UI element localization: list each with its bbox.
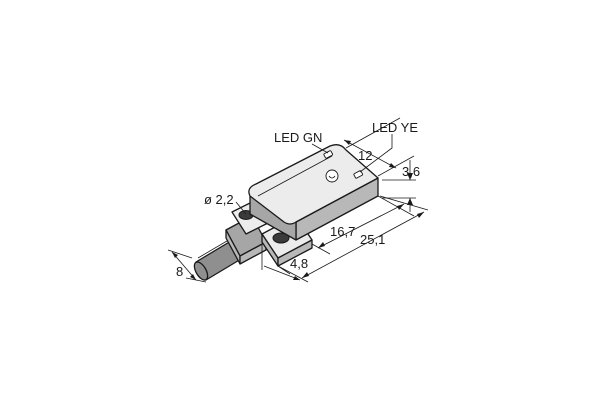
dimension-16-7 [311,195,415,255]
mounting-hole-front [272,232,290,244]
dimension-8 [167,249,207,283]
target-marker-icon [325,169,339,183]
led-ye-window [353,170,364,179]
label-dim-12: 12 [358,148,372,163]
dimension-25-1 [277,195,429,283]
led-leaders [311,134,393,173]
label-dim-8: 8 [176,264,183,279]
dimension-12 [343,117,415,177]
label-dim-4-8: 4,8 [290,256,308,271]
led-markers [323,150,364,183]
sensor-housing [248,144,379,241]
label-dim-25-1: 25,1 [360,232,385,247]
dimension-4-8 [261,244,301,281]
label-dim-16-7: 16,7 [330,224,355,239]
label-led-gn: LED GN [274,130,322,145]
label-dim-3-6: 3,6 [402,164,420,179]
label-dim-diameter: ø 2,2 [204,192,234,207]
label-led-ye: LED YE [372,120,418,135]
dimension-diameter-leader [235,201,247,215]
